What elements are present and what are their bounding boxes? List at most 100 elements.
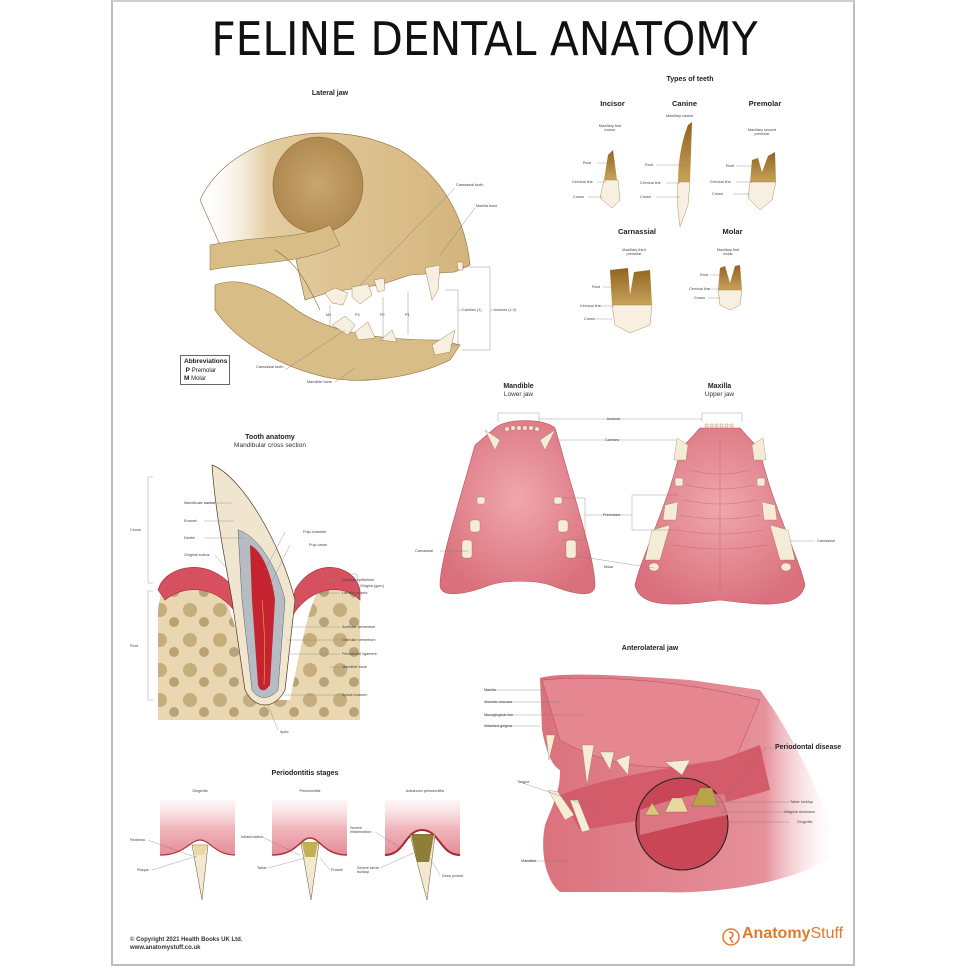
molar-specimen: Maxillary first molar: [716, 248, 740, 257]
tooth-anatomy-subtitle: Mandibular cross section: [234, 442, 306, 449]
periodontitis-illustrations: [147, 800, 461, 901]
label-gingival-recession: Gingival recession: [784, 810, 816, 814]
label-carnassial-tooth-lower: Carnassial tooth: [256, 365, 284, 369]
anterolateral-jaw-title: Anterolateral jaw: [621, 645, 679, 652]
label-gingivitis-antero: Gingivitis: [797, 820, 813, 824]
maxilla-title: Maxilla: [707, 383, 732, 390]
copyright-text: © Copyright 2021 Health Books UK Ltd.: [130, 937, 243, 943]
stage-advanced-periodontitis: Advanced periodontitis: [405, 789, 445, 793]
abbr-value-premolar: Premolar: [191, 367, 217, 374]
label-mucogingival-line: Mucogingival line: [484, 713, 514, 717]
label-canines: Canines (1): [462, 308, 482, 312]
label-tartar-buildup: Tartar buildup: [790, 800, 814, 804]
label-carnassial-mandible: Carnassial: [415, 549, 433, 553]
stage-gingivitis: Gingivitis: [192, 789, 208, 793]
anatomystuff-logo-icon: [722, 928, 740, 946]
label-severe-tartar-buildup: Severe tartar buildup: [357, 866, 379, 875]
canine-crown-label: Crown: [640, 195, 651, 199]
label-gingiva: Gingiva (gum): [360, 584, 384, 588]
label-root: Root: [130, 644, 139, 648]
abbr-value-molar: Molar: [191, 376, 207, 382]
label-pocket: Pocket: [331, 868, 343, 872]
tooth-anatomy-title: Tooth anatomy: [245, 434, 295, 441]
label-lamina-propria: Lamina propria: [342, 591, 368, 595]
label-gingival-sulcus: Gingival sulcus: [184, 553, 210, 557]
premolar-specimen: Maxillary second premolar: [747, 128, 777, 137]
premolar-crown-label: Crown: [712, 192, 723, 196]
label-incisors-jaw: Incisors: [607, 417, 621, 421]
label-gingival-epithelium: Gingival epithelium: [342, 578, 375, 582]
canine-specimen: Maxillary canine: [666, 114, 694, 118]
molar-root-label: Root: [700, 273, 709, 277]
label-premolars-jaw: Premolars: [603, 513, 621, 517]
molar-crown-label: Crown: [694, 296, 705, 300]
label-dentin: Dentin: [184, 536, 195, 540]
label-molar-jaw: Molar: [604, 565, 614, 569]
label-p3: P3: [355, 313, 360, 317]
abbr-key-m: M: [184, 375, 190, 382]
types-of-teeth-title: Types of teeth: [666, 76, 714, 83]
label-carnassial-maxilla: Carnassial: [817, 539, 835, 543]
maxilla-subtitle: Upper jaw: [704, 391, 735, 398]
label-inflammation: Inflammation: [241, 835, 263, 839]
label-tartar: Tartar: [257, 866, 267, 870]
incisor-root-label: Root: [583, 161, 592, 165]
label-periodontal-ligament: Periodontal ligament: [342, 652, 377, 656]
label-canines-jaw: Canines: [605, 438, 619, 442]
abbreviations-title: Abbreviations: [184, 358, 228, 365]
lateral-jaw-title: Lateral jaw: [311, 90, 349, 97]
tooth-anatomy-illustration: [147, 464, 361, 731]
carnassial-cervical-label: Cervical line: [580, 304, 601, 308]
stage-periodontitis: Periodontitis: [299, 789, 321, 793]
label-acellular-cementum: Acellular cementum: [342, 625, 376, 629]
molar-cervical-label: Cervical line: [689, 287, 710, 291]
tooth-name-canine: Canine: [671, 99, 697, 108]
tooth-name-incisor: Incisor: [600, 99, 625, 108]
label-m1: M1: [326, 313, 332, 317]
label-mandibular-canine: Mandibular canine: [184, 501, 216, 505]
label-mandible-bone-cross: Mandible bone: [342, 665, 367, 669]
label-p2: P2: [380, 313, 385, 317]
canine-cervical-label: Cervical line: [640, 181, 661, 185]
label-tongue: Tongue: [517, 780, 530, 784]
website-link[interactable]: www.anatomystuff.co.uk: [130, 944, 201, 951]
label-pulp-chamber: Pulp chamber: [303, 530, 327, 534]
label-apex: Apex: [280, 730, 289, 734]
abbreviations-box: Abbreviations P Premolar M Molar: [180, 355, 230, 385]
label-attached-gingiva: Attached gingiva: [484, 724, 513, 728]
label-plaque: Plaque: [137, 868, 149, 872]
label-severe-inflammation: Severe inflammation: [350, 826, 372, 835]
premolar-root-label: Root: [726, 164, 735, 168]
types-of-teeth-illustrations: [588, 122, 777, 334]
incisor-specimen: Maxillary first incisor: [598, 124, 622, 133]
abbr-key-p: P: [185, 366, 191, 374]
lateral-jaw-skull: [199, 132, 494, 383]
label-incisors: Incisors (1-3): [494, 308, 517, 312]
tooth-name-premolar: Premolar: [748, 99, 782, 108]
incisor-crown-label: Crown: [573, 195, 584, 199]
periodontitis-title: Periodontitis stages: [271, 770, 339, 777]
carnassial-root-label: Root: [592, 285, 601, 289]
mandible-subtitle: Lower jaw: [503, 391, 534, 398]
label-periodontal-disease: Periodontal disease: [775, 744, 842, 751]
label-mandible-antero: Mandible: [521, 859, 537, 863]
tooth-name-molar: Molar: [722, 227, 743, 236]
mandible-illustration: [439, 420, 596, 595]
tooth-name-carnassial: Carnassial: [618, 227, 656, 236]
label-redness: Redness: [130, 838, 145, 842]
maxilla-illustration: [440, 412, 815, 605]
label-p1: P1: [405, 313, 410, 317]
label-granular-cementum: Granular cementum: [342, 638, 376, 642]
label-mandible-bone: Mandible bone: [307, 380, 332, 384]
label-apical-foramen: Apical foramen: [342, 693, 368, 697]
label-alveolar-mucosa: Alveolar mucosa: [484, 700, 513, 704]
anterolateral-jaw-illustration: [485, 674, 840, 893]
label-carnassial-tooth-upper: Carnassial tooth: [456, 183, 484, 187]
label-deep-pocket: Deep pocket: [442, 874, 464, 878]
canine-root-label: Root: [645, 163, 654, 167]
poster-title: FELINE DENTAL ANATOMY: [211, 12, 758, 66]
label-enamel: Enamel: [184, 519, 197, 523]
label-crown: Crown: [130, 528, 141, 532]
